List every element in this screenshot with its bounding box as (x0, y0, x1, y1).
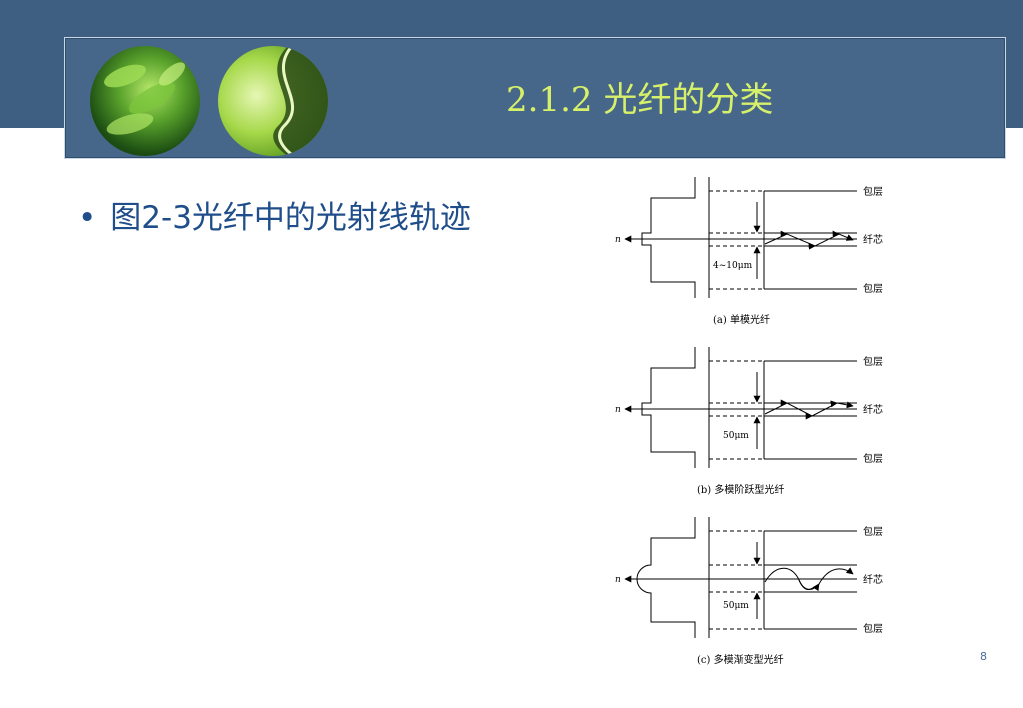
n-label-b: n (615, 405, 621, 415)
caption-b: (b) 多模阶跃型光纤 (697, 483, 784, 496)
bullet-dot-icon: • (78, 200, 97, 236)
page-title: 2.1.2 光纤的分类 (506, 80, 774, 120)
n-label-c: n (615, 575, 621, 585)
fiber-ray-diagram: n 4~10μm 包层 纤芯 包层 (a) 单模光纤 n 50μm 包层 纤芯 … (615, 177, 883, 666)
bullet-point: • 图2-3光纤中的光射线轨迹 (78, 192, 471, 237)
panel-multimode-step: n 50μm 包层 纤芯 包层 (b) 多模阶跃型光纤 (615, 347, 883, 496)
caption-c: (c) 多模渐变型光纤 (697, 653, 784, 666)
dim-label-a: 4~10μm (713, 261, 753, 271)
core-label-c: 纤芯 (863, 573, 883, 586)
cladding-bottom-label-a: 包层 (863, 282, 883, 295)
slide-number: 8 (980, 650, 987, 663)
core-label-b: 纤芯 (863, 403, 883, 416)
dim-label-c: 50μm (723, 601, 749, 611)
n-label-a: n (615, 235, 621, 245)
cladding-bottom-label-c: 包层 (863, 622, 883, 635)
core-label-a: 纤芯 (863, 233, 883, 246)
cladding-top-label-b: 包层 (863, 355, 883, 368)
cladding-top-label-c: 包层 (863, 525, 883, 538)
green-leaf-image-left (90, 46, 200, 156)
cladding-bottom-label-b: 包层 (863, 452, 883, 465)
green-leaf-image-right (218, 46, 328, 156)
dim-label-b: 50μm (723, 431, 749, 441)
bullet-text: 图2-3光纤中的光射线轨迹 (110, 200, 471, 236)
panel-single-mode: n 4~10μm 包层 纤芯 包层 (a) 单模光纤 (615, 177, 883, 326)
caption-a: (a) 单模光纤 (713, 313, 770, 326)
panel-multimode-graded: n 50μm 包层 纤芯 包层 (c) 多模渐变型光纤 (615, 517, 883, 666)
cladding-top-label-a: 包层 (863, 185, 883, 198)
